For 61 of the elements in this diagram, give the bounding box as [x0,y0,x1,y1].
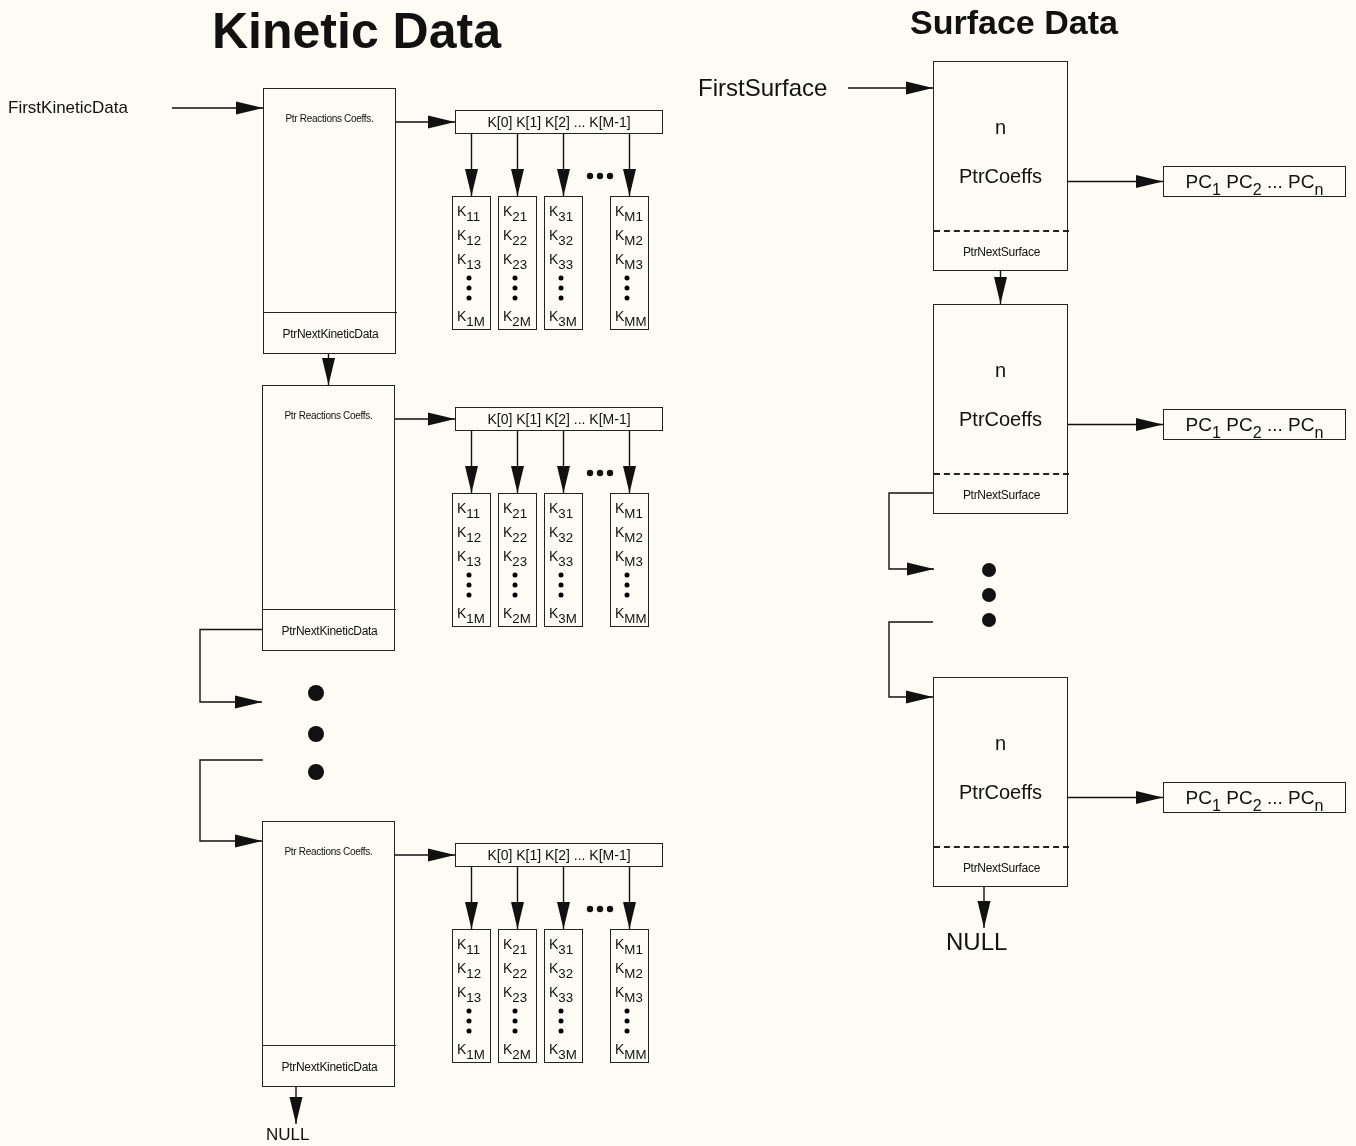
arrow [623,430,636,494]
arrow [623,133,636,197]
pointer-label: FirstSurface [698,74,848,102]
pointer-field: PtrNextSurface [934,230,1069,272]
pointer-field: PtrNextKineticData [263,609,396,652]
field-label: PtrCoeffs [958,165,1043,188]
arrow [888,621,934,704]
array-box: K[0] K[1] K[2] ... K[M-1] [455,407,663,431]
array-box: K[0] K[1] K[2] ... K[M-1] [455,843,663,867]
array-box: K[0] K[1] K[2] ... K[M-1] [455,110,663,134]
arrow [623,866,636,930]
field-label: n [993,116,1008,139]
section-heading: Surface Data [910,4,1118,42]
field-label: Ptr Reactions Coeffs. [283,846,374,857]
array-box: PC$_{1}$ PC$_{2}$ ... PC$_{n}$ [1163,409,1346,440]
record-box [262,821,395,1087]
arrow [465,866,478,930]
arrow [199,759,264,848]
arrow [465,133,478,197]
arrow [394,848,456,862]
arrow [994,270,1007,305]
arrow [511,866,524,930]
record-box [933,61,1068,271]
arrow [394,412,456,426]
pointer-label: FirstKineticData [8,96,172,120]
pointer-label: NULL [266,1124,326,1146]
arrow [465,430,478,494]
field-label: n [993,359,1008,382]
arrow [199,628,263,709]
array-box: PC$_{1}$ PC$_{2}$ ... PC$_{n}$ [1163,782,1346,813]
pointer-field: PtrNextKineticData [264,312,397,355]
arrow [557,866,570,930]
arrow [395,115,456,129]
arrow [1067,791,1164,804]
record-box [263,88,396,354]
arrow [511,133,524,197]
record-box [933,304,1068,514]
arrow [171,101,264,115]
record-box [933,677,1068,887]
field-label: Ptr Reactions Coeffs. [283,410,374,421]
pointer-label: NULL [946,928,1022,956]
arrow [847,81,934,95]
arrow [888,492,935,576]
record-box [262,385,395,651]
arrow [977,886,991,929]
arrow [1067,418,1164,431]
pointer-field: PtrNextKineticData [263,1045,396,1088]
arrow [1067,175,1164,188]
arrow [557,430,570,494]
arrow [511,430,524,494]
field-label: Ptr Reactions Coeffs. [284,113,375,124]
pointer-field: PtrNextSurface [934,473,1069,515]
arrow [289,1086,303,1125]
field-label: PtrCoeffs [958,781,1043,804]
arrow [322,353,335,386]
section-heading: Kinetic Data [212,4,501,59]
arrow [557,133,570,197]
field-label: PtrCoeffs [958,408,1043,431]
field-label: n [993,732,1008,755]
array-box: PC$_{1}$ PC$_{2}$ ... PC$_{n}$ [1163,166,1346,197]
pointer-field: PtrNextSurface [934,846,1069,888]
